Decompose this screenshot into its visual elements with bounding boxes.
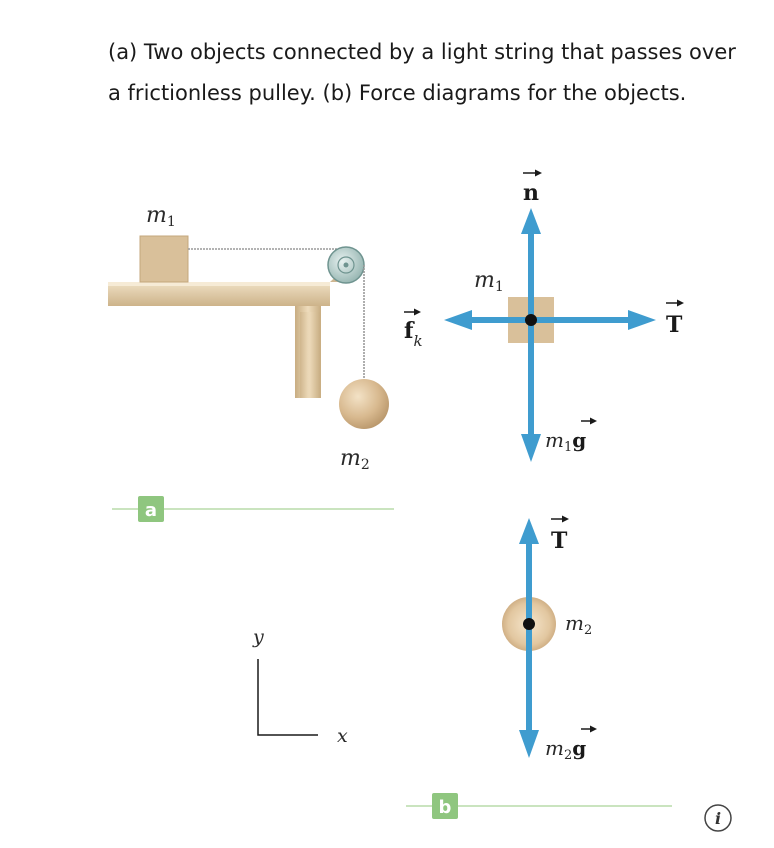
figure-caption: (a) Two objects connected by a light str… [108, 40, 736, 105]
weight-m1-arrowhead [521, 434, 541, 462]
weight-m1-label: m1g [545, 428, 586, 455]
center-of-mass-dot [525, 314, 537, 326]
tension-m2-arrowhead [519, 518, 539, 544]
badge-b-label: b [439, 797, 452, 818]
badge-a-label: a [145, 500, 157, 521]
weight-m2-arrowhead [519, 730, 539, 758]
block-m1 [139, 235, 189, 283]
info-icon-glyph: i [715, 809, 721, 828]
block-force-diagram: m1 n fk T m1g [404, 169, 684, 462]
m2-label: m2 [340, 446, 370, 473]
y-axis-label: y [252, 626, 264, 648]
ball-force-diagram: T m2 m2g [502, 515, 597, 763]
coordinate-axes [257, 659, 318, 736]
tension-m2-label: T [551, 528, 568, 554]
vector-arrow-f [404, 308, 421, 316]
vector-arrow-g1 [581, 417, 597, 425]
tension-m1-label: T [666, 312, 683, 338]
vector-arrow-t2 [551, 515, 569, 523]
normal-force-label: n [523, 180, 539, 206]
m1-label: m1 [146, 203, 176, 230]
weight-m2-label: m2g [545, 736, 586, 763]
friction-label: fk [404, 318, 423, 350]
vector-arrow-t1 [666, 299, 684, 307]
info-icon[interactable]: i [704, 804, 732, 832]
normal-force-arrowhead [521, 208, 541, 234]
ball-m2 [339, 379, 389, 429]
fbd-m2-label: m2 [565, 611, 592, 638]
friction-arrowhead [444, 310, 472, 330]
panel-a: m1 m2 a y x [108, 203, 394, 747]
ball-center-dot [523, 618, 535, 630]
badge-a [138, 496, 164, 522]
tension-m1-arrowhead [628, 310, 656, 330]
table-top-highlight [108, 282, 330, 286]
vector-arrow-n [523, 169, 542, 177]
badge-b [432, 793, 458, 819]
x-axis-label: x [337, 725, 348, 747]
fbd-m1-label: m1 [474, 268, 504, 295]
vector-arrow-g2 [581, 725, 597, 733]
